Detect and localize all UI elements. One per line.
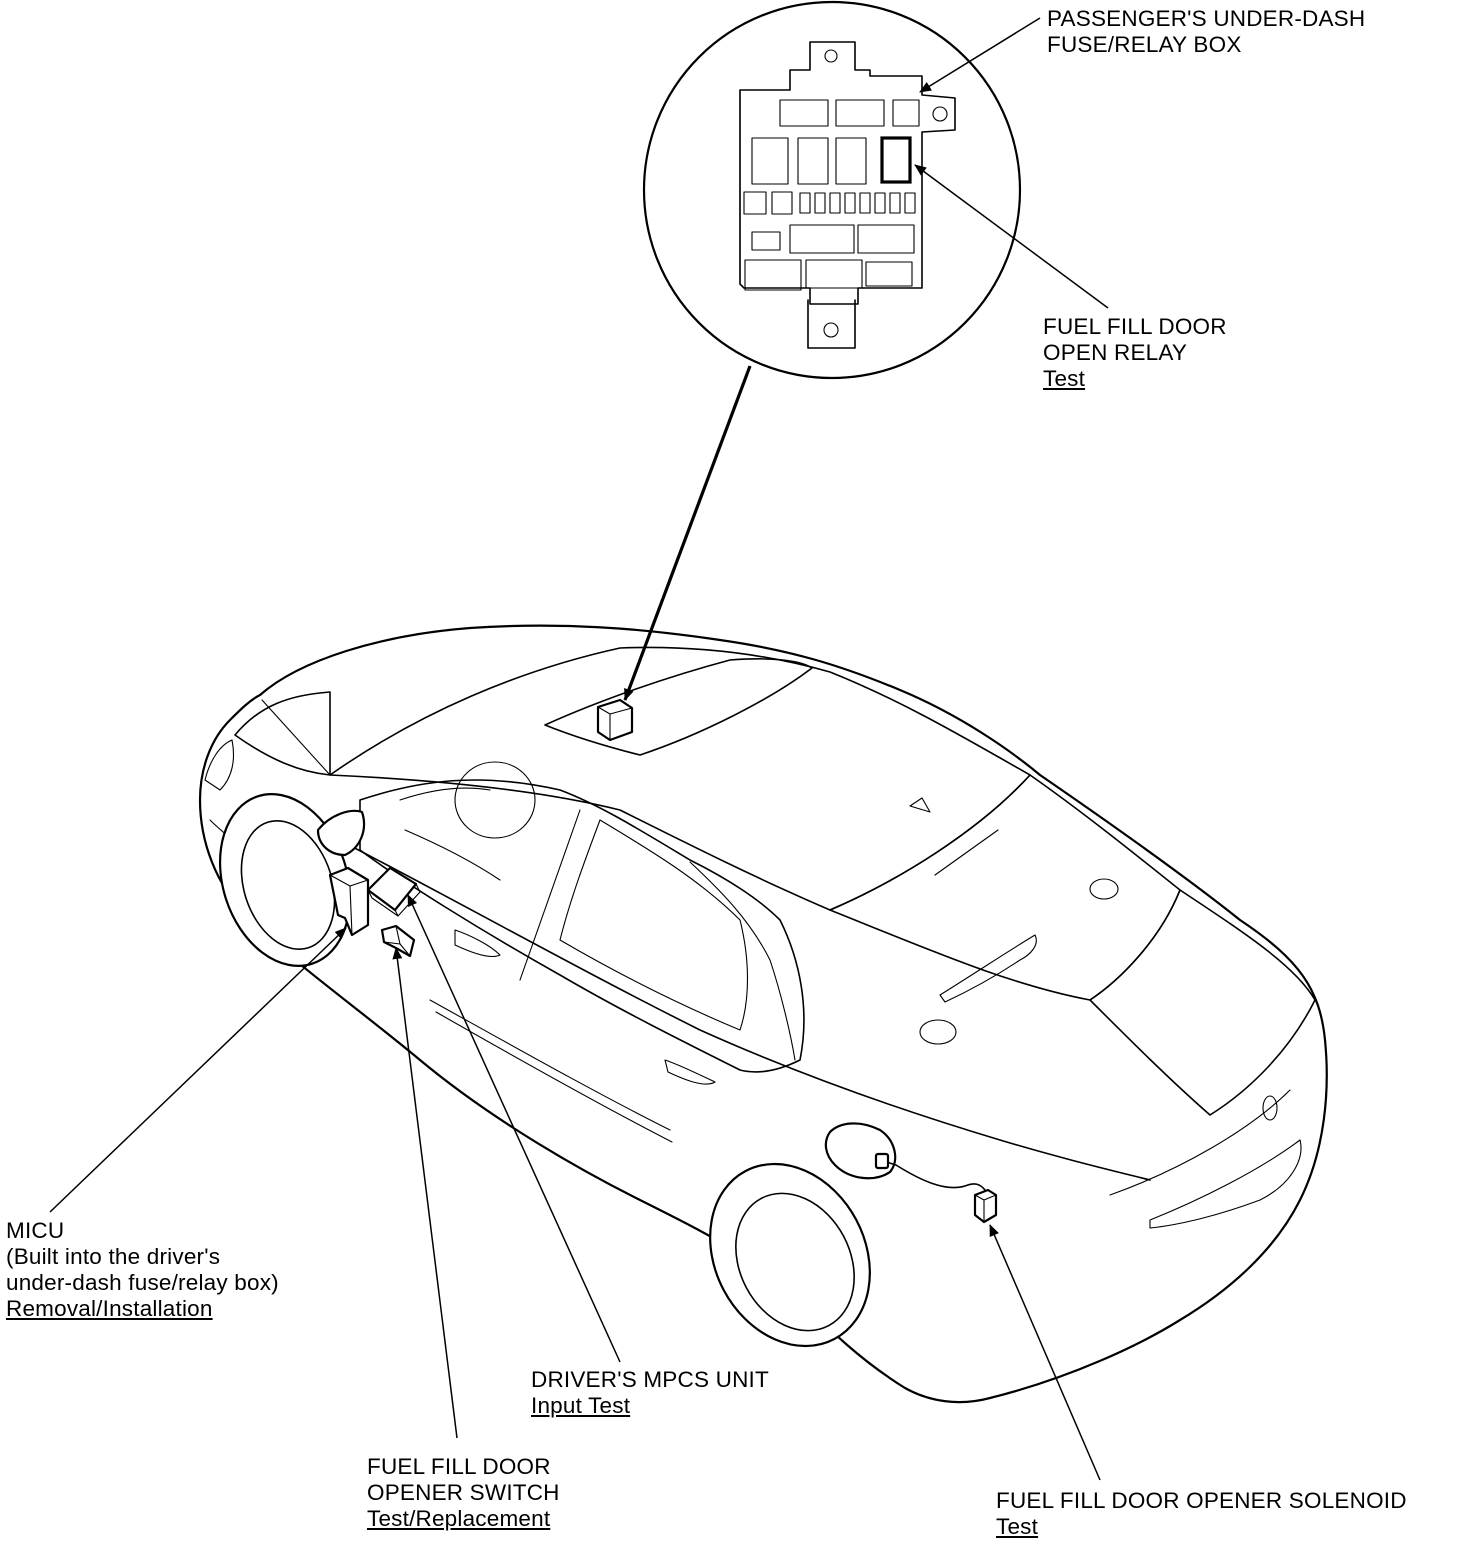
opener-switch-marker <box>380 924 416 958</box>
mpcs-input-test-link[interactable]: Input Test <box>531 1393 631 1418</box>
micu-label: MICU (Built into the driver's under-dash… <box>6 1218 279 1322</box>
relay-line-2: OPEN RELAY <box>1043 340 1188 365</box>
front-wheel <box>218 793 352 967</box>
solenoid-marker <box>973 1188 998 1224</box>
relay-line-1: FUEL FILL DOOR <box>1043 314 1227 339</box>
micu-line-3: under-dash fuse/relay box) <box>6 1270 279 1295</box>
mpcs-label: DRIVER'S MPCS UNIT Input Test <box>531 1367 769 1419</box>
fuel-fill-door-open-relay <box>880 136 912 184</box>
rear-wheel <box>709 1162 871 1348</box>
mpcs-line-1: DRIVER'S MPCS UNIT <box>531 1367 769 1392</box>
relay-label: FUEL FILL DOOR OPEN RELAY Test <box>1043 314 1227 392</box>
solenoid-line-1: FUEL FILL DOOR OPENER SOLENOID <box>996 1488 1407 1513</box>
passenger-box-line-1: PASSENGER'S UNDER-DASH <box>1047 6 1366 31</box>
switch-test-replacement-link[interactable]: Test/Replacement <box>367 1506 551 1531</box>
car-illustration <box>198 624 1328 1404</box>
fuse-box-magnifier <box>642 0 1022 380</box>
mpcs-leader <box>407 894 621 1363</box>
micu-marker <box>328 866 370 937</box>
switch-leader <box>392 947 458 1439</box>
solenoid-test-link[interactable]: Test <box>996 1514 1039 1539</box>
micu-line-1: MICU <box>6 1218 65 1243</box>
solenoid-label: FUEL FILL DOOR OPENER SOLENOID Test <box>996 1488 1407 1540</box>
relay-leader <box>914 164 1109 309</box>
passenger-box-line-2: FUSE/RELAY BOX <box>1047 32 1242 57</box>
switch-line-1: FUEL FILL DOOR <box>367 1454 551 1479</box>
solenoid-leader <box>989 1224 1101 1481</box>
relay-test-link[interactable]: Test <box>1043 366 1086 391</box>
passenger-box-label: PASSENGER'S UNDER-DASH FUSE/RELAY BOX <box>1047 6 1365 58</box>
switch-line-2: OPENER SWITCH <box>367 1480 560 1505</box>
passenger-box-leader <box>919 17 1041 93</box>
relay-box-marker <box>596 698 634 742</box>
mpcs-unit-marker <box>366 866 421 917</box>
micu-line-2: (Built into the driver's <box>6 1244 221 1269</box>
leader-lines <box>49 17 1109 1481</box>
micu-removal-link[interactable]: Removal/Installation <box>6 1296 213 1321</box>
switch-label: FUEL FILL DOOR OPENER SWITCH Test/Replac… <box>367 1454 560 1532</box>
magnifier-connector-line <box>623 365 752 701</box>
micu-leader <box>49 927 347 1213</box>
